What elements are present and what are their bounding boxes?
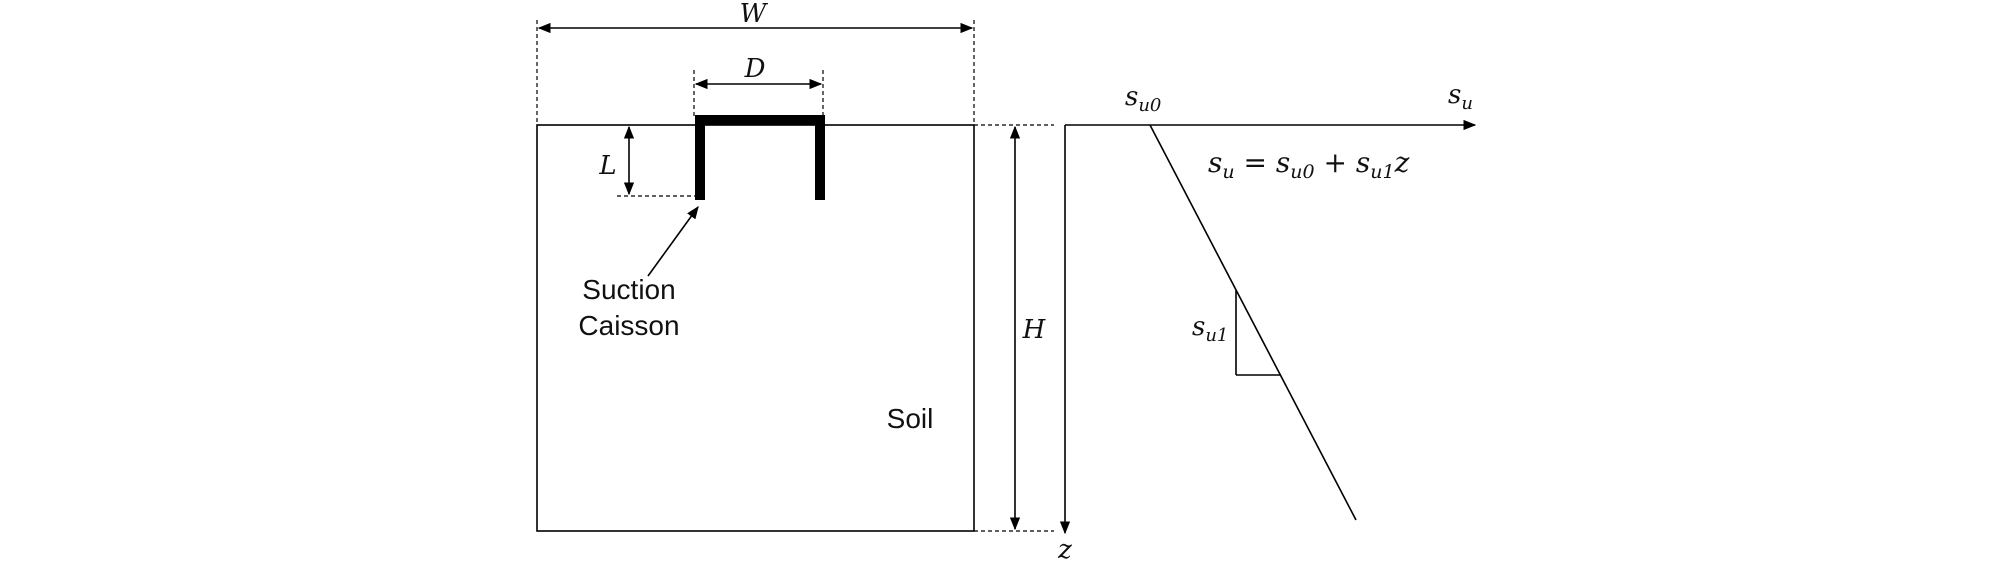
length-label: L — [598, 151, 616, 181]
suction-caisson — [695, 115, 825, 200]
caisson-label-line1: Suction — [582, 274, 675, 305]
height-dimension: H — [974, 124, 1054, 532]
diameter-dimension: D — [693, 54, 824, 118]
strength-profile-line — [1149, 124, 1357, 521]
strength-profile-axes: z su — [1057, 80, 1477, 561]
caisson-callout-arrow — [647, 205, 699, 277]
diameter-label: D — [744, 54, 766, 84]
gradient-triangle — [1235, 290, 1281, 376]
length-dimension: L — [598, 125, 696, 197]
strength-axis-label: su — [1448, 80, 1473, 114]
width-dimension: W — [536, 0, 975, 125]
su1-label: su1 — [1192, 312, 1228, 346]
strength-equation: su = su0 + su1z — [1208, 146, 1410, 183]
su0-label: su0 — [1125, 82, 1161, 116]
soil-label: Soil — [887, 403, 934, 434]
caisson-label-line2: Caisson — [578, 310, 679, 341]
height-label: H — [1022, 315, 1047, 345]
depth-axis-label: z — [1057, 535, 1072, 561]
width-label: W — [740, 0, 769, 29]
